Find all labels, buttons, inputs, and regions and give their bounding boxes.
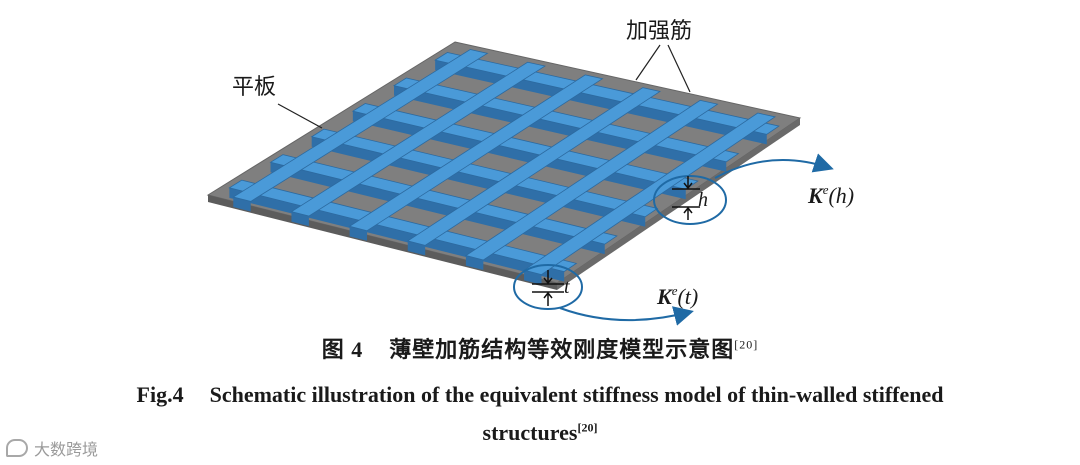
callout-t: t Ke(t) bbox=[513, 264, 698, 326]
label-ribs: 加强筋 bbox=[626, 18, 692, 43]
caption-english-line2: structures[20] bbox=[0, 420, 1080, 446]
leader-plate bbox=[277, 103, 323, 129]
caption-chinese: 图 4 薄壁加筋结构等效刚度模型示意图[20] bbox=[0, 332, 1080, 364]
stiffness-label-h: Ke(h) bbox=[807, 182, 854, 208]
rib-col-6 bbox=[523, 112, 777, 276]
dim-arrow-h-top bbox=[683, 176, 693, 190]
caption-english: Fig.4 Schematic illustration of the equiv… bbox=[0, 382, 1080, 408]
stiffness-label-t: Ke(t) bbox=[656, 283, 698, 309]
rib-col-3 bbox=[348, 74, 604, 232]
callout-h: h Ke(h) bbox=[653, 153, 854, 225]
symbol-h: h bbox=[698, 189, 708, 211]
callout-h-arrow bbox=[714, 153, 834, 179]
dim-arrow-t-bottom bbox=[543, 291, 553, 306]
chat-bubble-icon bbox=[6, 439, 28, 457]
ribs-label-group: 加强筋 bbox=[626, 18, 692, 93]
caption-cn-text: 薄壁加筋结构等效刚度模型示意图 bbox=[389, 337, 735, 362]
rib-col-4 bbox=[406, 87, 661, 246]
leader-ribs-2 bbox=[667, 44, 691, 93]
symbol-t: t bbox=[564, 276, 570, 298]
plate-right-edge bbox=[557, 118, 800, 290]
leader-ribs-1 bbox=[635, 44, 661, 81]
caption-en-text2: structures bbox=[482, 420, 578, 445]
callout-h-ellipse bbox=[653, 175, 727, 225]
dim-arrow-t-top bbox=[543, 270, 553, 285]
watermark-text: 大数跨境 bbox=[34, 440, 99, 459]
caption-en-text: Schematic illustration of the equivalent… bbox=[209, 382, 944, 407]
watermark: 大数跨境 bbox=[6, 436, 98, 460]
rib-col-5 bbox=[464, 99, 719, 261]
rib-col-2 bbox=[290, 61, 546, 217]
dim-arrow-h-bottom bbox=[683, 206, 693, 220]
label-plate: 平板 bbox=[232, 74, 276, 99]
plate-label-group: 平板 bbox=[232, 74, 323, 129]
rib-col-1 bbox=[232, 49, 489, 202]
callout-t-ellipse bbox=[513, 264, 583, 310]
caption-en-fig: Fig.4 bbox=[136, 382, 184, 407]
callout-t-arrow bbox=[559, 306, 694, 326]
caption-en-ref: [20] bbox=[577, 420, 598, 435]
caption-cn-fig: 图 4 bbox=[321, 337, 364, 362]
caption-cn-ref: [20] bbox=[734, 337, 759, 352]
rib-grid bbox=[228, 49, 780, 285]
